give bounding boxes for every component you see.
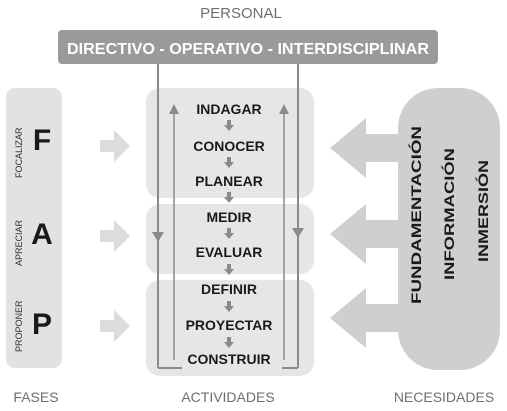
up-arrow-icon [279, 104, 289, 114]
personal-banner [58, 30, 438, 64]
activity-medir: MEDIR [206, 209, 251, 225]
phases-panel [6, 88, 62, 368]
activity-group-apreciar [146, 204, 314, 274]
activity-conocer: CONOCER [193, 138, 265, 154]
phase-label: PROPONER [14, 300, 24, 352]
activity-group-proponer [146, 280, 314, 376]
left-arrow-icon [330, 204, 410, 264]
right-arrow-icon [100, 220, 130, 252]
right-connector [282, 64, 299, 369]
left-arrow-icon [330, 118, 410, 178]
activity-indagar: INDAGAR [196, 101, 261, 117]
down-arrow-icon [224, 264, 234, 275]
phase-label: FOCALIZAR [14, 127, 24, 178]
activity-evaluar: EVALUAR [196, 244, 263, 260]
need-informacion: INFORMACIÓN [442, 148, 457, 280]
up-arrow-icon [169, 104, 179, 114]
phase-label: APRECIAR [14, 219, 24, 266]
down-arrow-icon [224, 192, 234, 203]
activity-planear: PLANEAR [195, 173, 263, 189]
personal-banner-text: DIRECTIVO - OPERATIVO - INTERDISCIPLINAR [67, 41, 429, 58]
right-arrow-icon [100, 310, 130, 342]
phase-proponer: PROPONER P [14, 300, 52, 352]
phase-letter: P [32, 308, 52, 341]
down-arrow-icon [224, 337, 234, 348]
down-arrow-icon [292, 228, 304, 238]
left-up-rail [169, 104, 179, 360]
right-up-rail [279, 104, 289, 360]
phase-apreciar: APRECIAR A [14, 218, 53, 266]
activity-group-focalizar [146, 88, 314, 198]
footer-actividades: ACTIVIDADES [181, 389, 274, 405]
personal-title: PERSONAL [200, 5, 282, 22]
phase-letter: A [31, 218, 53, 251]
footer-fases: FASES [13, 389, 58, 405]
need-inmersion: INMERSIÓN [476, 160, 491, 262]
left-connector [157, 64, 182, 369]
down-arrow-icon [224, 157, 234, 168]
left-arrow-icon [330, 288, 410, 348]
down-arrow-icon [152, 232, 164, 242]
footer-necesidades: NECESIDADES [394, 389, 494, 405]
phase-letter: F [33, 124, 51, 157]
activity-construir: CONSTRUIR [187, 351, 270, 367]
right-arrow-icon [100, 130, 130, 162]
needs-arrows [330, 118, 410, 348]
down-arrow-icon [224, 120, 234, 131]
down-arrow-icon [224, 228, 234, 239]
phase-focalizar: FOCALIZAR F [14, 124, 51, 178]
need-fundamentacion: FUNDAMENTACIÓN [409, 126, 424, 304]
activity-definir: DEFINIR [201, 281, 257, 297]
needs-panel [398, 88, 500, 370]
activity-proyectar: PROYECTAR [186, 317, 273, 333]
down-arrow-icon [224, 301, 234, 312]
